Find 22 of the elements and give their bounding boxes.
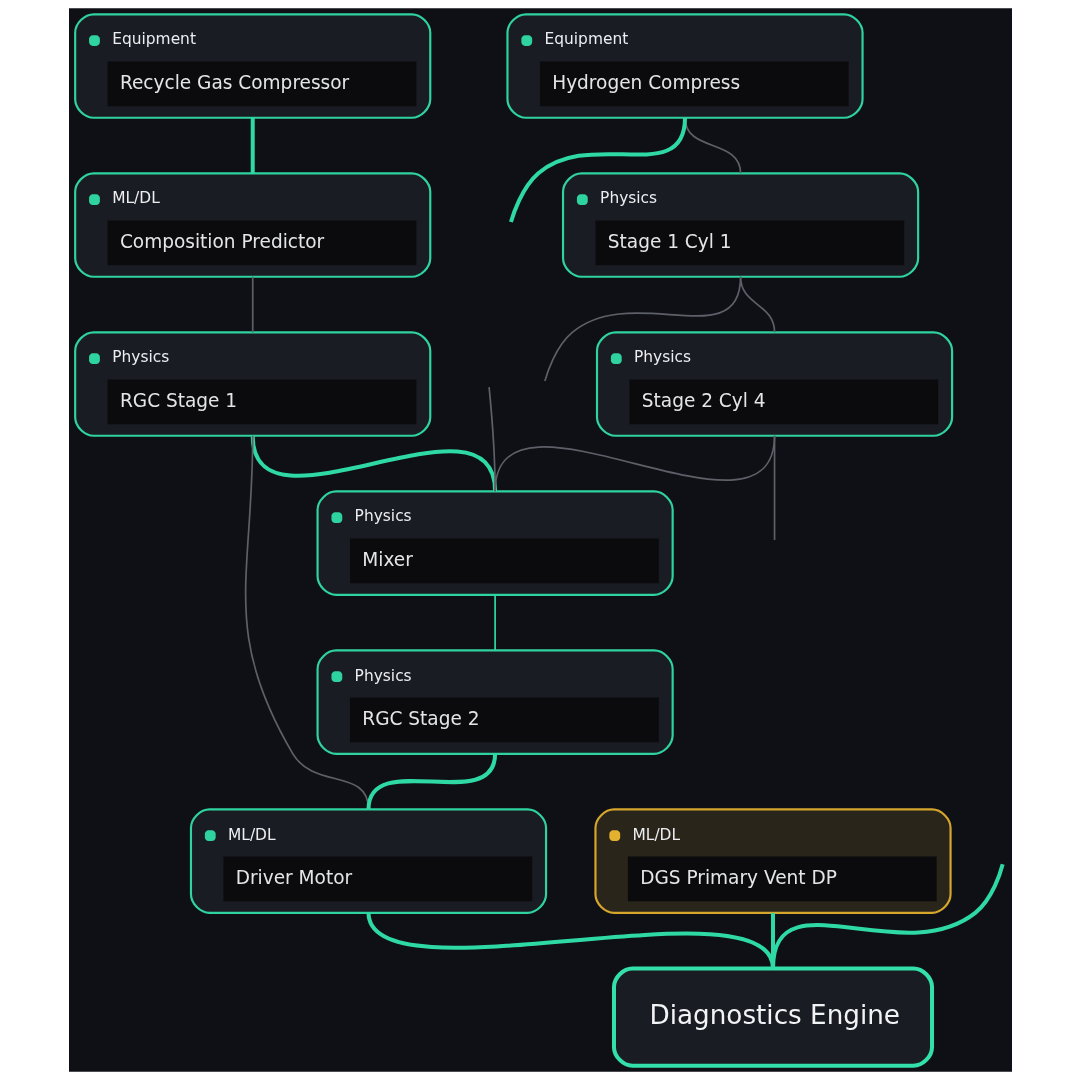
node-box: Physics Stage 1 Cyl 1 [561, 172, 919, 278]
node-box: Equipment Recycle Gas Compressor [73, 13, 431, 119]
connector [493, 593, 496, 652]
node-box: Physics RGC Stage 2 [316, 649, 674, 755]
connector [543, 275, 741, 382]
connector [770, 863, 1005, 969]
node-box: Physics Mixer [316, 490, 674, 596]
connector [251, 275, 254, 334]
connector [739, 275, 775, 334]
connector [250, 435, 497, 492]
node-box: Equipment Hydrogen Compress [505, 13, 864, 119]
node-box: Physics RGC Stage 1 [73, 331, 431, 437]
connector [366, 753, 497, 810]
connector [773, 434, 775, 541]
node-box: Physics Stage 2 Cyl 4 [595, 331, 953, 437]
node-box: Diagnostics Engine [611, 966, 934, 1068]
node-box: ML/DL Composition Predictor [73, 172, 431, 278]
connector [487, 386, 496, 493]
connector [508, 117, 687, 223]
node-box: ML/DL Driver Motor [189, 808, 547, 914]
connector [250, 117, 255, 174]
node-box: ML/DL DGS Primary Vent DP [593, 808, 952, 914]
